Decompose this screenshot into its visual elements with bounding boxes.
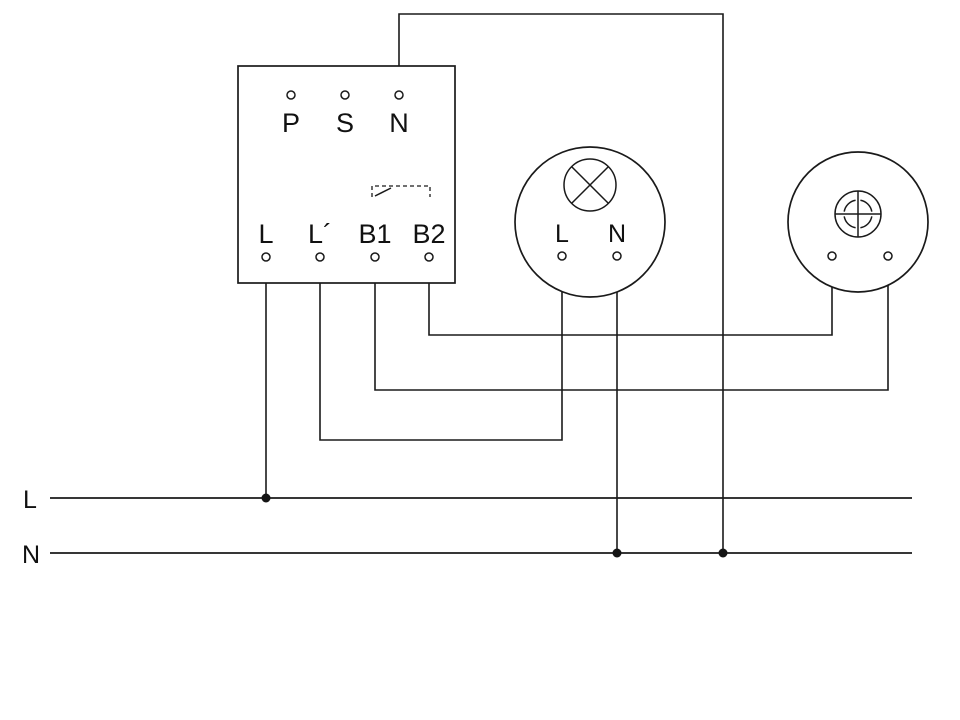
device-terminal-l — [261, 252, 271, 262]
supply-line-l-label: L — [23, 486, 37, 514]
device-terminal-s — [340, 90, 350, 100]
wire-b2-to-sensor — [428, 260, 833, 336]
device-terminal-b1 — [370, 252, 380, 262]
lamp-outline — [514, 146, 666, 298]
lamp-terminal-n-label: N — [608, 220, 626, 248]
sensor-terminal-right — [883, 251, 893, 261]
pir-sensor-icon — [834, 190, 882, 238]
junction-dot-l-bus — [261, 493, 271, 503]
device-terminal-lprime — [315, 252, 325, 262]
device-terminal-p-label: P — [282, 108, 300, 138]
lamp-terminal-l — [557, 251, 567, 261]
device-terminal-n-label: N — [389, 108, 409, 138]
lamp-icon — [563, 158, 617, 212]
junction-dot-n-bus-device — [718, 548, 728, 558]
wire-n-supply-top — [398, 13, 724, 553]
device-terminal-l-label: L — [258, 219, 273, 249]
device-terminal-lprime-label: L´ — [308, 219, 332, 249]
lamp-terminal-l-label: L — [555, 220, 569, 248]
junction-dot-n-bus-lamp — [612, 548, 622, 558]
device-terminal-b2 — [424, 252, 434, 262]
device-terminal-b1-label: B1 — [358, 219, 391, 249]
device-terminal-b2-label: B2 — [412, 219, 445, 249]
lamp-terminal-n — [612, 251, 622, 261]
sensor-unit — [787, 151, 929, 293]
supply-line-n-label: N — [22, 541, 40, 569]
wire-lprime-to-lamp — [319, 260, 563, 441]
wire-b1-to-sensor — [374, 260, 889, 391]
device-terminal-s-label: S — [336, 108, 354, 138]
device-terminal-n — [394, 90, 404, 100]
device-box — [237, 65, 456, 284]
relay-contact-icon — [371, 185, 431, 197]
lamp-load: L N — [514, 146, 666, 298]
sensor-terminal-left — [827, 251, 837, 261]
device-terminal-p — [286, 90, 296, 100]
